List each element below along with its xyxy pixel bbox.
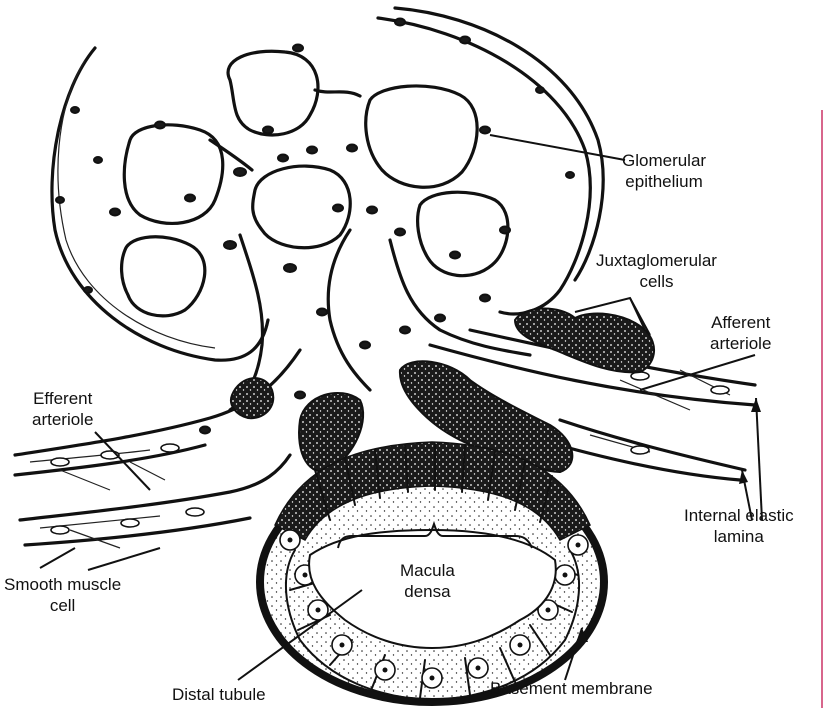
- leader-efferent: [95, 432, 150, 490]
- label-distal-tubule: Distal tubule: [172, 684, 266, 705]
- label-macula-densa-line1: Macula: [400, 560, 455, 581]
- label-afferent-line1: Afferent: [710, 312, 771, 333]
- label-glomerular-epithelium-line1: Glomerular: [622, 150, 706, 171]
- label-macula-densa-line2: densa: [400, 581, 455, 602]
- glomerular-capillary-loops: [122, 51, 508, 316]
- leader-glomerular-epithelium: [490, 135, 625, 160]
- label-afferent-line2: arteriole: [710, 333, 771, 354]
- label-glomerular-epithelium: Glomerular epithelium: [622, 150, 706, 192]
- label-internal-elastic-lamina: Internal elastic lamina: [684, 505, 794, 547]
- leader-afferent: [640, 355, 755, 390]
- label-smooth-muscle-line2: cell: [4, 595, 121, 616]
- label-efferent-arteriole: Efferent arteriole: [32, 388, 93, 430]
- label-smooth-muscle-line1: Smooth muscle: [4, 574, 121, 595]
- label-internal-elastic-line2: lamina: [684, 526, 794, 547]
- label-juxtaglomerular-line2: cells: [596, 271, 717, 292]
- label-efferent-line1: Efferent: [32, 388, 93, 409]
- label-juxtaglomerular-cells: Juxtaglomerular cells: [596, 250, 717, 292]
- label-distal-tubule-text: Distal tubule: [172, 684, 266, 705]
- label-juxtaglomerular-line1: Juxtaglomerular: [596, 250, 717, 271]
- label-efferent-line2: arteriole: [32, 409, 93, 430]
- leader-smooth-muscle-b: [88, 548, 160, 570]
- label-macula-densa: Macula densa: [400, 560, 455, 602]
- label-internal-elastic-line1: Internal elastic: [684, 505, 794, 526]
- label-glomerular-epithelium-line2: epithelium: [622, 171, 706, 192]
- label-afferent-arteriole: Afferent arteriole: [710, 312, 771, 354]
- label-basement-membrane-text: Basement membrane: [490, 678, 653, 699]
- glomerular-nuclei: [56, 19, 574, 434]
- label-smooth-muscle-cell: Smooth muscle cell: [4, 574, 121, 616]
- leader-smooth-muscle-a: [40, 548, 75, 568]
- label-basement-membrane: Basement membrane: [490, 678, 653, 699]
- leader-internal-elastic-a: [756, 398, 762, 520]
